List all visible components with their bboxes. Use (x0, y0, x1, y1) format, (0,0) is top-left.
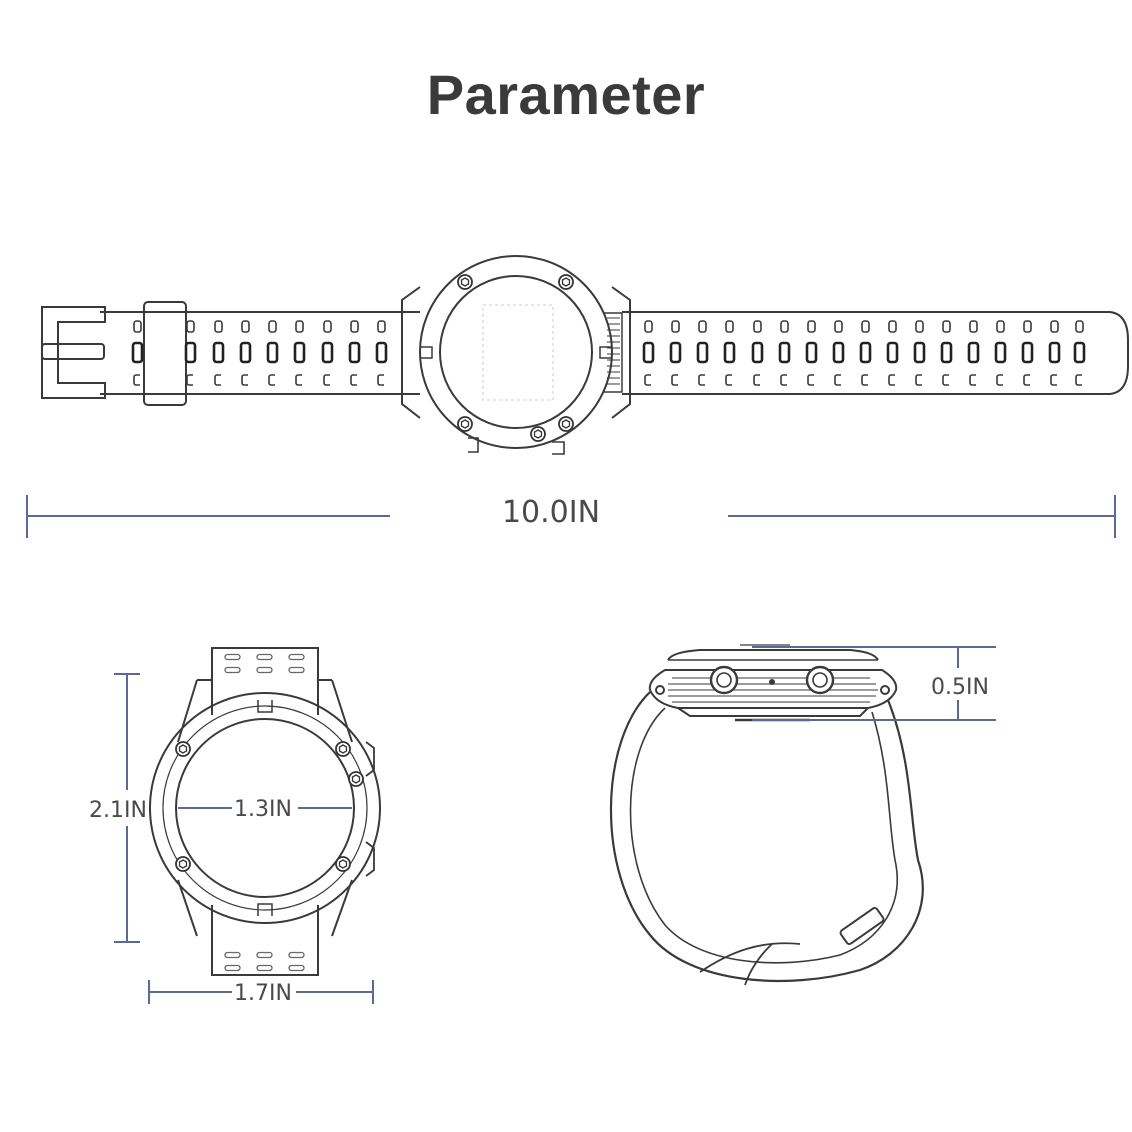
full-strap-view (41, 255, 1129, 455)
screen-label: 1.3IN (234, 797, 292, 822)
side-view (609, 644, 924, 986)
width-label: 1.7IN (234, 981, 292, 1006)
thickness-dimension (752, 646, 996, 721)
front-view (149, 647, 381, 976)
height-label: 2.1IN (89, 798, 147, 823)
watch-case-top (401, 255, 631, 455)
thickness-label: 0.5IN (931, 675, 989, 700)
width-dimension (148, 980, 374, 1004)
left-strap (100, 301, 420, 406)
right-strap (622, 311, 1129, 395)
height-dimension (114, 673, 140, 943)
page-title: Parameter (426, 63, 706, 126)
length-dimension (26, 495, 1116, 538)
buckle (41, 306, 106, 399)
left-strap-holes (131, 320, 388, 386)
length-label: 10.0IN (502, 495, 600, 530)
right-strap-holes (642, 320, 1086, 386)
